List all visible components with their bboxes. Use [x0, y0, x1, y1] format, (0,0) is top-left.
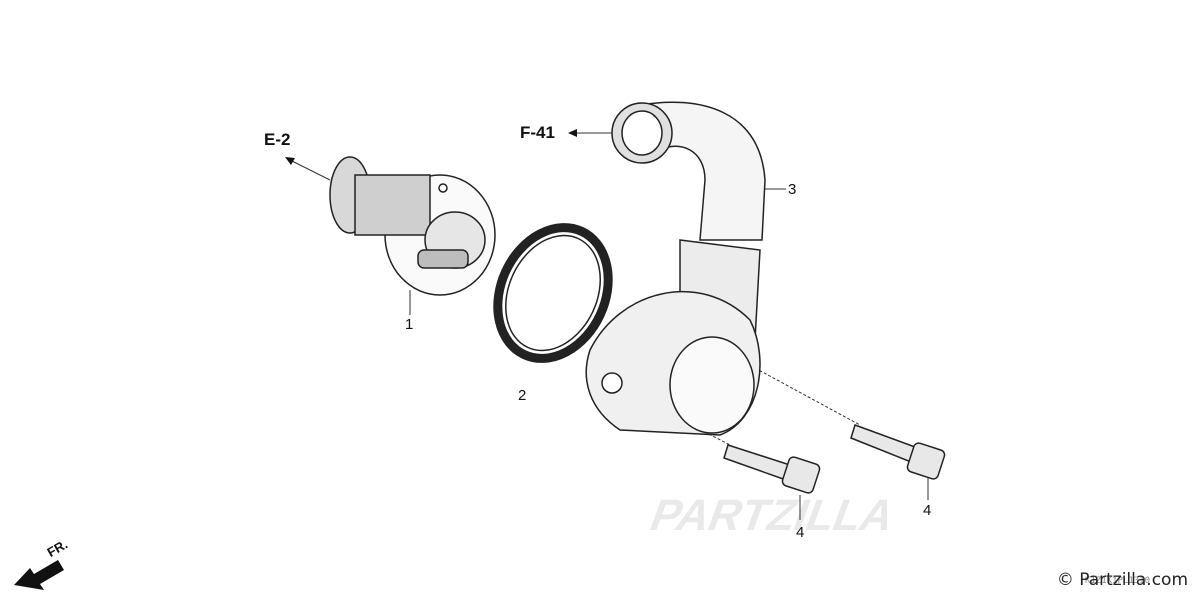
svg-text:PARTZILLA: PARTZILLA: [644, 490, 903, 539]
thermostat-cover-icon: [585, 101, 766, 436]
reference-f41[interactable]: F-41: [520, 123, 555, 142]
callout-part-1[interactable]: 1: [405, 316, 414, 333]
callout-part-4-right[interactable]: 4: [923, 502, 932, 519]
callout-part-3[interactable]: 3: [788, 181, 797, 198]
copyright-notice: © Partzilla.com: [1056, 570, 1188, 590]
flange-bolt-icon: [723, 444, 821, 494]
diagram-code: K1Z1K1PL1310: [1084, 576, 1150, 586]
arrow-head-e2: [285, 157, 295, 165]
arrow-head-f41: [568, 129, 577, 137]
callout-part-2[interactable]: 2: [518, 387, 527, 404]
callout-part-4-left[interactable]: 4: [796, 524, 805, 541]
thermostat-icon: [329, 156, 496, 296]
front-arrow-icon: [14, 560, 64, 590]
o-ring-icon: [493, 223, 613, 363]
flange-bolt-icon: [850, 424, 946, 480]
reference-e2[interactable]: E-2: [264, 130, 291, 149]
watermark-logo: PARTZILLA: [644, 490, 903, 539]
